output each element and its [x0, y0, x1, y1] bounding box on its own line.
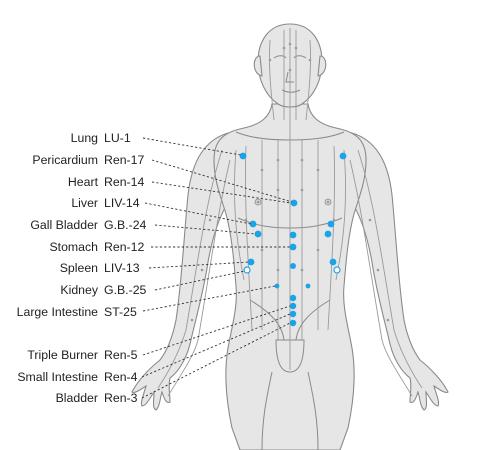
leader-lung: [142, 137, 242, 156]
leader-liver: [144, 202, 252, 225]
left-arm: [131, 132, 229, 411]
label-organ: Pericardium: [32, 153, 98, 167]
meridian-points: [190, 42, 390, 322]
label-code: Ren-4: [104, 370, 138, 384]
label-code: Ren-3: [104, 391, 138, 405]
point-liv-14-left: [249, 220, 257, 228]
point-ren-3: [289, 319, 297, 327]
leader-heart: [151, 181, 292, 204]
right-ear: [317, 55, 327, 77]
label-code: G.B.-25: [104, 283, 147, 297]
point-gb-25-left: [243, 266, 251, 274]
label-code: Ren-14: [104, 175, 144, 189]
point-lu-1-right: [339, 152, 347, 160]
label-code: G.B.-24: [104, 218, 147, 232]
label-code: Ren-17: [104, 153, 144, 167]
label-code: LIV-13: [104, 261, 140, 275]
leader-lines: [141, 137, 293, 399]
body-figure: [131, 23, 449, 450]
point-ren-12b: [289, 243, 297, 251]
label-code: ST-25: [104, 305, 137, 319]
label-organ: Spleen: [60, 261, 98, 275]
point-ren-12: [289, 231, 297, 239]
left-ear: [253, 55, 263, 77]
label-organ: Triple Burner: [27, 348, 98, 362]
point-st-25-right: [305, 283, 311, 289]
point-ren-4: [289, 310, 297, 318]
point-gb-25-right: [333, 266, 341, 274]
leader-small-intestine: [141, 313, 291, 378]
point-gb-24-right: [324, 230, 332, 238]
leader-kidney: [154, 270, 246, 291]
label-organ: Kidney: [60, 283, 98, 297]
leader-gall-bladder: [154, 224, 257, 235]
label-organ: Liver: [71, 196, 98, 210]
leader-bladder: [141, 322, 291, 399]
leader-spleen: [148, 261, 250, 269]
label-organ: Bladder: [56, 391, 98, 405]
label-organ: Gall Bladder: [30, 218, 98, 232]
leader-triple-burner: [142, 305, 291, 356]
point-ren-5: [289, 302, 297, 310]
point-labels: Lung LU-1 Pericardium Ren-17 Heart Ren-1…: [17, 131, 147, 405]
point-liv-13-right: [329, 258, 337, 266]
point-gb-24-left: [254, 230, 262, 238]
label-organ: Heart: [68, 175, 99, 189]
label-code: LIV-14: [104, 196, 140, 210]
label-organ: Stomach: [49, 240, 98, 254]
acupoints: [239, 152, 347, 327]
point-liv-13-left: [247, 258, 255, 266]
label-organ: Large Intestine: [17, 305, 99, 319]
leader-large-intestine: [142, 285, 276, 312]
point-ren-lower-1: [289, 294, 297, 302]
point-lu-1-left: [239, 152, 247, 160]
point-ren-14: [290, 199, 298, 207]
right-arm: [351, 132, 449, 411]
face-lines: [273, 55, 307, 93]
label-organ: Lung: [71, 131, 99, 145]
label-code: Ren-5: [104, 348, 138, 362]
point-liv-14-right: [327, 220, 335, 228]
label-code: LU-1: [104, 131, 131, 145]
meridian-lines: [157, 28, 423, 397]
label-organ: Small Intestine: [17, 370, 98, 384]
label-code: Ren-12: [104, 240, 144, 254]
point-navel: [290, 263, 296, 269]
point-st-25-left: [274, 283, 280, 289]
